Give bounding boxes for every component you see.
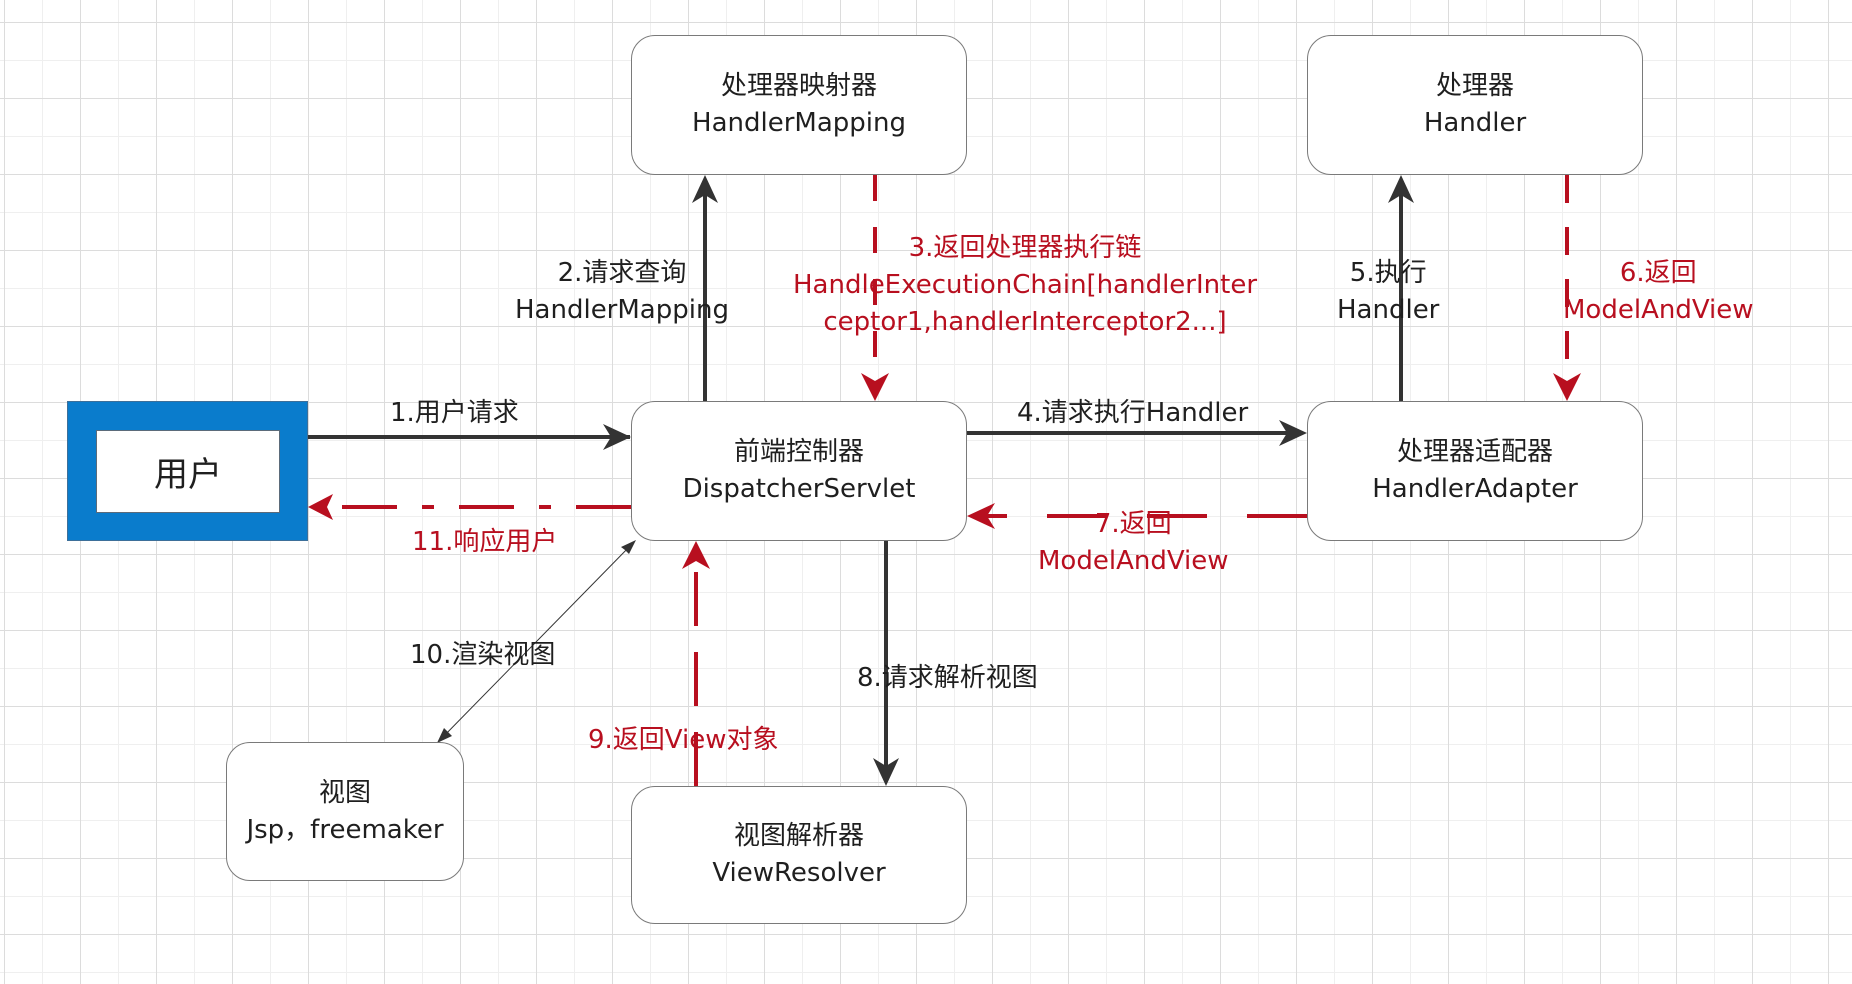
arrow-render-view [439,542,634,741]
edge-label-6: 6.返回 ModelAndView [1563,255,1754,329]
edge-label-3: 3.返回处理器执行链 HandleExecutionChain[handlerI… [793,230,1257,341]
arrowhead-return-execution-chain [861,373,889,401]
edge-label-11-text: 11.响应用户 [412,527,558,557]
edge-label-11: 11.响应用户 [412,524,557,561]
edge-label-1: 1.用户请求 [390,395,519,432]
edge-label-10: 10.渲染视图 [410,637,555,674]
dispatcher-en: DispatcherServlet [682,474,916,504]
edge-label-6-line1: 6.返回 [1619,258,1697,288]
edge-label-5: 5.执行 Handler [1337,255,1439,329]
arrowhead-render-view-start [621,540,636,554]
edge-label-3-line3: ceptor1,handlerInterceptor2...] [823,307,1227,337]
arrowhead-user-request [603,424,631,450]
view-node[interactable]: 视图 Jsp，freemaker [226,742,464,881]
handler-mapping-node[interactable]: 处理器映射器 HandlerMapping [631,35,967,175]
arrowhead-resolve-view [873,758,899,786]
arrowhead-execute-handler-request [1279,420,1307,446]
edge-label-7: 7.返回 ModelAndView [1038,506,1229,580]
edge-label-5-line1: 5.执行 [1349,258,1427,288]
view-cn: 视图 [318,777,371,808]
arrowhead-return-model-and-view-6 [1553,373,1581,401]
arrowhead-respond-user [308,494,333,520]
edge-label-6-line2: ModelAndView [1563,295,1754,325]
edge-label-3-line1: 3.返回处理器执行链 [908,233,1142,263]
edge-label-9: 9.返回View对象 [588,722,779,759]
edge-label-3-line2: HandleExecutionChain[handlerInter [793,270,1258,300]
edge-label-2-line1: 2.请求查询 [557,258,687,288]
arrowhead-query-handler-mapping [692,175,718,203]
handler-mapping-cn: 处理器映射器 [720,71,877,101]
arrowhead-return-view-object [682,541,710,569]
view-resolver-node[interactable]: 视图解析器 ViewResolver [631,786,967,924]
user-node[interactable]: 用户 [67,401,308,541]
edge-label-4-text: 4.请求执行Handler [1017,398,1249,428]
arrowhead-render-view-end [437,728,452,743]
arrowhead-execute-handler [1388,175,1414,203]
edge-label-5-line2: Handler [1337,295,1440,325]
handler-adapter-node[interactable]: 处理器适配器 HandlerAdapter [1307,401,1643,541]
edge-label-10-text: 10.渲染视图 [410,640,556,670]
view-en: Jsp，freemaker [246,814,444,845]
edge-label-4: 4.请求执行Handler [1017,395,1248,432]
edge-label-8: 8.请求解析视图 [857,660,1038,697]
handler-cn: 处理器 [1435,71,1514,101]
edge-label-2: 2.请求查询 HandlerMapping [515,255,729,329]
edge-label-7-line2: ModelAndView [1038,546,1229,576]
edge-label-7-line1: 7.返回 [1094,509,1172,539]
handler-adapter-cn: 处理器适配器 [1396,437,1553,467]
edge-label-2-line2: HandlerMapping [515,295,729,325]
view-resolver-cn: 视图解析器 [733,821,864,851]
user-node-label: 用户 [96,430,280,513]
handler-node[interactable]: 处理器 Handler [1307,35,1643,175]
dispatcher-servlet-node[interactable]: 前端控制器 DispatcherServlet [631,401,967,541]
edge-label-9-text: 9.返回View对象 [588,725,779,755]
view-resolver-en: ViewResolver [712,858,886,888]
arrowhead-return-model-and-view-7 [967,503,995,529]
edge-label-1-text: 1.用户请求 [390,398,519,428]
handler-en: Handler [1423,108,1527,138]
handler-adapter-en: HandlerAdapter [1372,474,1578,504]
handler-mapping-en: HandlerMapping [692,108,906,138]
dispatcher-cn: 前端控制器 [733,437,864,467]
edge-label-8-text: 8.请求解析视图 [857,663,1038,693]
